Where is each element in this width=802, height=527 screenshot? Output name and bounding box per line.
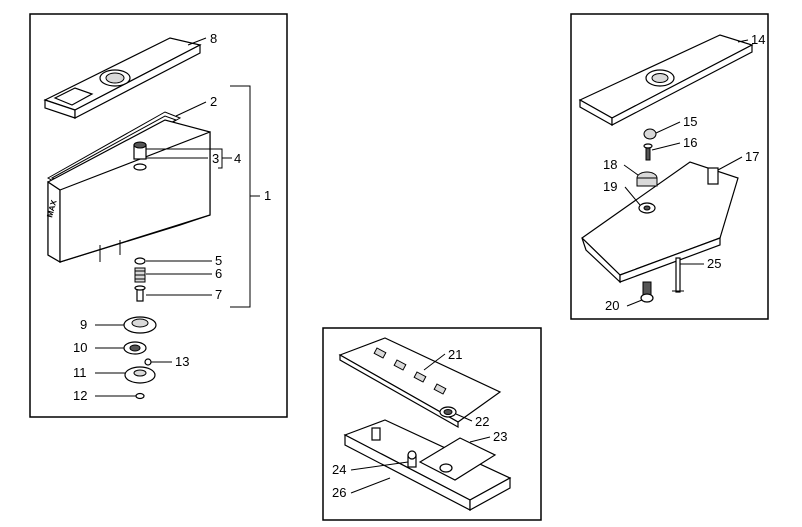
part-13-pin bbox=[144, 358, 152, 366]
callout-8: 8 bbox=[210, 31, 217, 46]
callout-26: 26 bbox=[332, 485, 346, 500]
part-9-valve-seat bbox=[123, 316, 157, 334]
part-14-top-cover bbox=[578, 34, 754, 127]
part-25-pin bbox=[672, 257, 684, 293]
part-15-cap bbox=[643, 128, 657, 140]
part-6-spring bbox=[134, 267, 146, 283]
water-tank-panel bbox=[29, 13, 288, 418]
callout-12: 12 bbox=[73, 388, 87, 403]
callout-21: 21 bbox=[448, 347, 462, 362]
callout-20: 20 bbox=[605, 298, 619, 313]
callout-3: 3 bbox=[212, 151, 219, 166]
tray-post bbox=[371, 427, 381, 441]
grounds-container-panel bbox=[570, 13, 769, 320]
callout-5: 5 bbox=[215, 253, 222, 268]
callout-9: 9 bbox=[80, 317, 87, 332]
callout-6: 6 bbox=[215, 266, 222, 281]
callout-2: 2 bbox=[210, 94, 217, 109]
part-24-float-indicator bbox=[407, 450, 417, 468]
callout-10: 10 bbox=[73, 340, 87, 355]
part-19-ring bbox=[638, 202, 656, 214]
part-21-drip-grid bbox=[338, 337, 502, 429]
part-12-o-ring bbox=[135, 392, 145, 400]
callout-17: 17 bbox=[745, 149, 759, 164]
part-18-knob bbox=[636, 171, 658, 187]
callout-1: 1 bbox=[264, 188, 271, 203]
part-5-washer bbox=[134, 257, 146, 265]
callout-15: 15 bbox=[683, 114, 697, 129]
part-23-float-cover bbox=[418, 437, 497, 481]
callout-11: 11 bbox=[73, 365, 87, 380]
callout-18: 18 bbox=[603, 157, 617, 172]
callout-25: 25 bbox=[707, 256, 721, 271]
callout-4: 4 bbox=[234, 151, 241, 166]
callout-13: 13 bbox=[175, 354, 189, 369]
part-22-float-cap bbox=[439, 406, 457, 418]
part-20-foot bbox=[640, 281, 654, 303]
part-8-tank-lid bbox=[43, 37, 202, 119]
water-tank-body: MAX bbox=[45, 119, 211, 264]
callout-7: 7 bbox=[215, 287, 222, 302]
part-11-valve-housing bbox=[124, 366, 156, 384]
callout-19: 19 bbox=[603, 179, 617, 194]
part-7-plunger bbox=[134, 285, 146, 302]
part-3-valve-stem bbox=[133, 141, 147, 171]
callout-16: 16 bbox=[683, 135, 697, 150]
part-16-screw bbox=[643, 143, 653, 161]
callout-14: 14 bbox=[751, 32, 765, 47]
part-17-container bbox=[581, 161, 739, 284]
part-10-seal-ring bbox=[123, 341, 147, 355]
callout-24: 24 bbox=[332, 462, 346, 477]
callout-22: 22 bbox=[475, 414, 489, 429]
callout-23: 23 bbox=[493, 429, 507, 444]
drip-tray-panel bbox=[322, 327, 542, 521]
